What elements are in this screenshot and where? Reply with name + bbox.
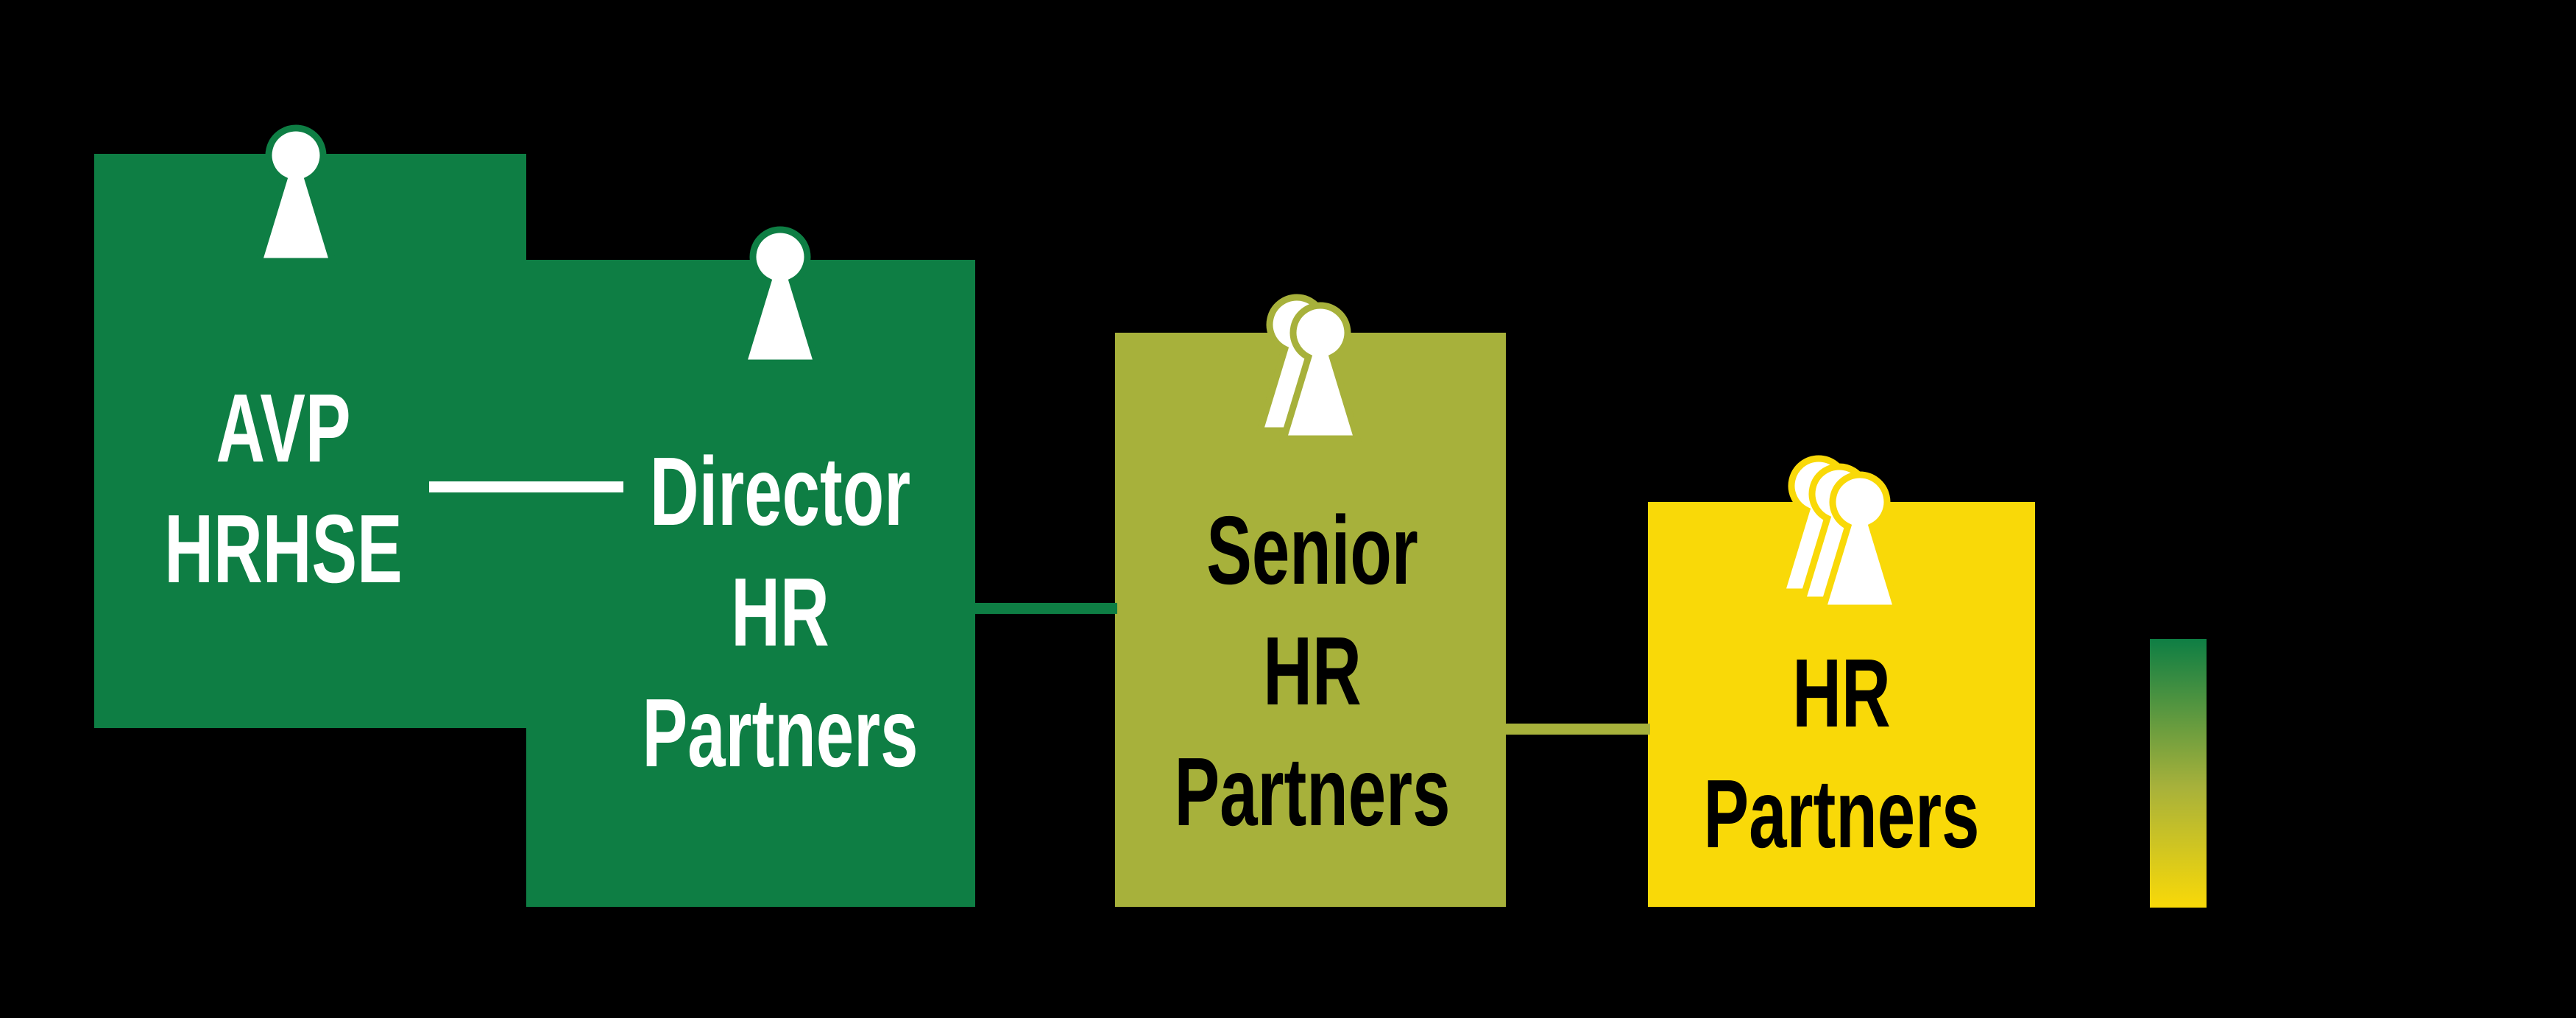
label-line: Partners (642, 679, 919, 787)
label-line: HRHSE (164, 495, 403, 603)
box-label-senior-hr-partners: Senior HR Partners (1158, 490, 1467, 852)
box-director-hr-partners (526, 260, 975, 907)
connector-avp-to-director (429, 481, 623, 492)
label-line: HR (1263, 617, 1362, 725)
label-line: Partners (1703, 760, 1980, 868)
label-line: Director (649, 437, 911, 545)
gradient-legend-bar (2150, 639, 2207, 908)
label-line: AVP (216, 374, 351, 482)
box-label-hr-partners: HR Partners (1687, 633, 1996, 874)
box-label-director-hr-partners: Director HR Partners (626, 431, 935, 793)
connector-senior-to-hr-partners (1504, 724, 1650, 735)
label-line: HR (1792, 639, 1891, 747)
person-icon (738, 226, 822, 367)
box-label-avp-hrhse: AVP HRHSE (129, 368, 438, 609)
person-icon (254, 124, 338, 265)
three-people-icon (1777, 455, 1902, 612)
connector-director-to-senior (970, 603, 1117, 614)
label-line: HR (731, 558, 829, 666)
label-line: Senior (1206, 496, 1418, 604)
two-people-icon (1255, 294, 1362, 442)
label-line: Partners (1174, 738, 1451, 846)
